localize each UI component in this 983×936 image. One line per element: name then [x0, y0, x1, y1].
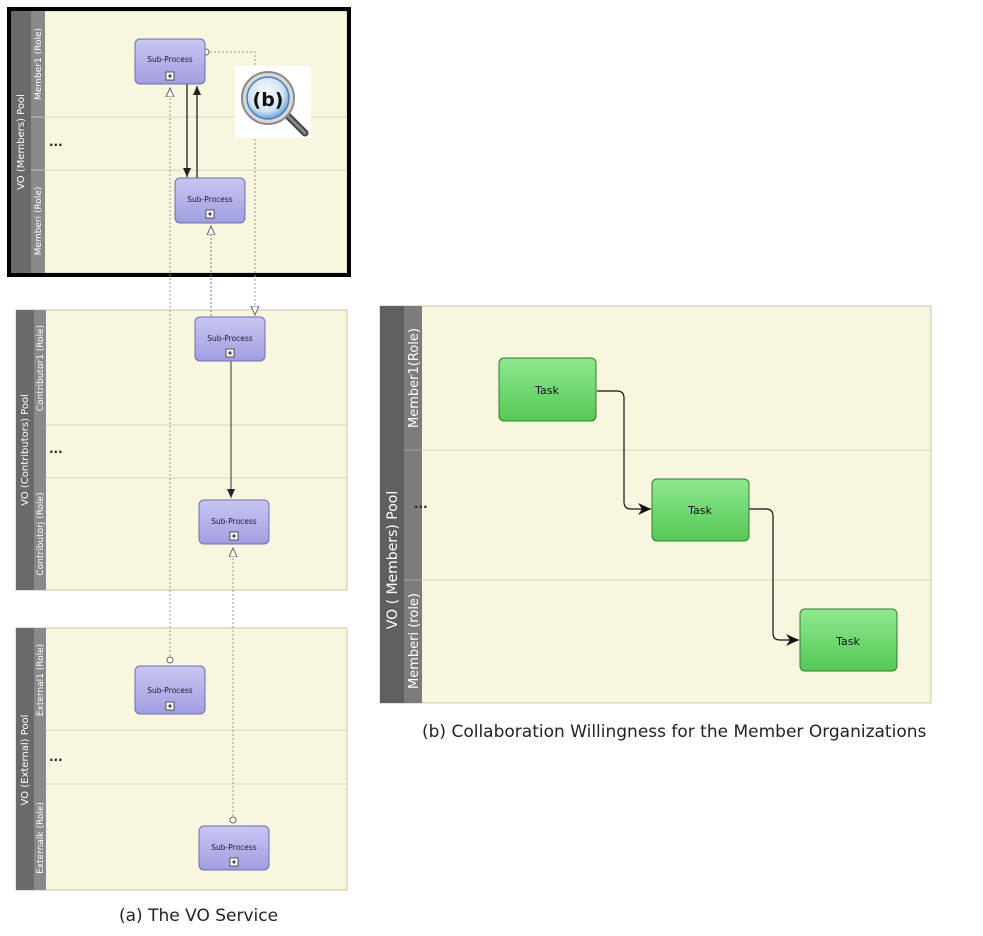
lane-label: Member1 (Role) — [34, 28, 44, 100]
subprocess-label: Sub-Process — [211, 843, 257, 852]
lane-label: Memberi (Role) — [34, 187, 44, 256]
lane-label: ... — [49, 135, 63, 149]
task-label: Task — [534, 384, 559, 397]
sequence-flows-b — [597, 390, 799, 646]
pool-title: VO ( Members) Pool — [385, 491, 401, 629]
lane-label: Member1(Role) — [407, 328, 422, 428]
subprocess-box: Sub-Process — [198, 825, 270, 871]
subprocess-box: Sub-Process — [198, 499, 270, 545]
subprocess-label: Sub-Process — [147, 55, 193, 64]
pool-external: VO (External) Pool External1 (Role) ... … — [15, 627, 348, 891]
task-box: Task — [651, 478, 750, 542]
sequence-flow — [749, 508, 799, 646]
lane-label: ... — [49, 750, 63, 764]
subprocess-label: Sub-Process — [147, 686, 193, 695]
lane-label: Contributorj (Role) — [36, 492, 46, 575]
task-label: Task — [835, 635, 860, 648]
subprocess-label: Sub-Process — [207, 334, 253, 343]
pool-title: VO (External) Pool — [20, 715, 31, 806]
lane-label: ... — [414, 497, 428, 511]
task-box: Task — [799, 608, 898, 672]
lane-label: Contributor1 (Role) — [36, 325, 46, 411]
sequence-flow — [597, 390, 651, 515]
pool-title: VO (Contributors) Pool — [20, 394, 31, 506]
caption-b: (b) Collaboration Willingness for the Me… — [422, 722, 927, 742]
lane-label: Externalk (Role) — [36, 802, 46, 874]
zoom-frame — [7, 7, 351, 277]
caption-a: (a) The VO Service — [119, 906, 279, 926]
subprocess-label: Sub-Process — [211, 517, 257, 526]
zoom-badge-label: (b) — [253, 89, 284, 111]
task-box: Task — [498, 357, 597, 422]
message-flow — [206, 52, 255, 315]
subprocess-box: Sub-Process — [194, 316, 266, 362]
lane-label: ... — [49, 442, 63, 456]
subprocess-label: Sub-Process — [187, 195, 233, 204]
task-label: Task — [687, 504, 712, 517]
subprocess-box: Sub-Process — [174, 177, 246, 224]
lane-label: External1 (Role) — [36, 644, 46, 716]
lane-label: Memberi (role) — [407, 593, 422, 689]
pool-contributors: VO (Contributors) Pool Contributor1 (Rol… — [15, 309, 348, 591]
flow-connectors — [170, 52, 255, 820]
magnifier-icon: (b) — [235, 66, 311, 138]
subprocess-box: Sub-Process — [134, 665, 206, 715]
subprocess-box: Sub-Process — [134, 38, 206, 85]
pool-title: VO (Members) Pool — [16, 94, 27, 190]
